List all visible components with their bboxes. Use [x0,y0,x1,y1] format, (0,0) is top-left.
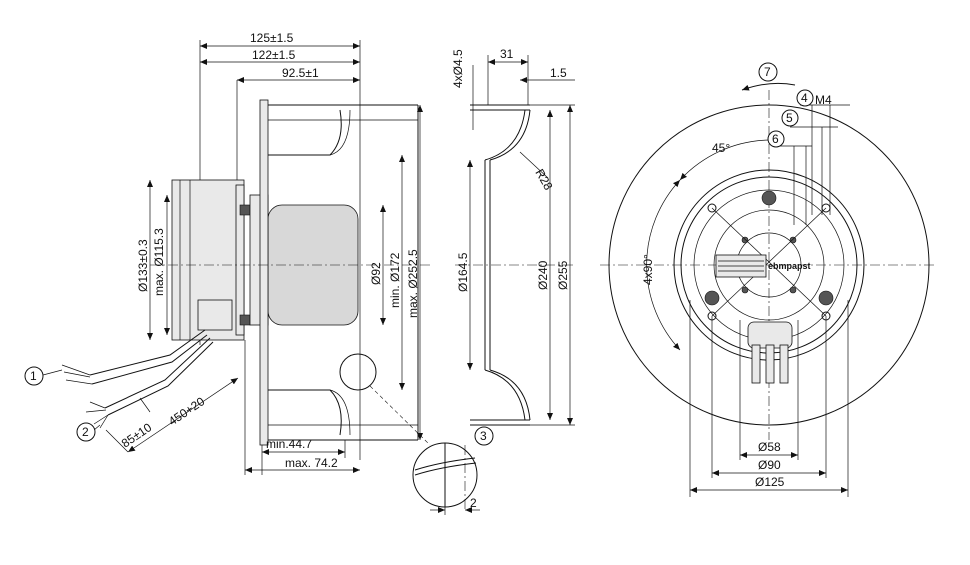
dim-m4-label: M4 [815,93,832,107]
front-view: 45° 4x90° ebmpapst Ø58 Ø [600,62,935,497]
dim-115-3-label: max. Ø115.3 [152,228,166,296]
dim-45-label: 45° [712,141,730,155]
dim-164-5-label: Ø164.5 [456,252,470,292]
dim-133-label: Ø133±0.3 [136,239,150,292]
brand-logo: ebmpapst [768,261,811,271]
dim-450-label: 450+20 [166,394,208,428]
dim-2-label: 2 [470,496,477,510]
dim-58-label: Ø58 [758,440,781,454]
callout-6 [767,130,785,148]
section-view: 4xØ4.5 31 1.5 R28 Ø164.5 Ø240 Ø255 [451,47,575,426]
callout-3 [474,426,494,446]
dim-4x90-label: 4x90° [641,254,655,285]
dim-252-5-label: max. Ø252.5 [406,249,420,318]
callout-2 [76,422,96,442]
cable-gland [197,299,233,331]
dim-92-5-label: 92.5±1 [282,66,319,80]
dim-255-label: Ø255 [556,260,570,290]
callout-5 [781,109,799,127]
impeller-outline [608,104,930,426]
callout-5-label: 5 [786,111,793,125]
dim-125-label: 125±1.5 [250,31,294,45]
dim-92-label: Ø92 [369,262,383,285]
dim-1-5-label: 1.5 [550,66,567,80]
detail-marker [339,353,377,391]
dim-4x4-5-label: 4xØ4.5 [451,49,465,88]
dim-90-label: Ø90 [758,458,781,472]
callout-1 [24,366,44,386]
dim-r28-label: R28 [532,167,555,193]
side-view: 125±1.5 122±1.5 92.5±1 Ø133±0.3 max. Ø [24,31,431,475]
callout-4-label: 4 [801,91,808,105]
callout-7 [758,62,778,82]
dim-74-2-label: max. 74.2 [285,456,338,470]
dim-240-label: Ø240 [536,260,550,290]
dim-122-label: 122±1.5 [252,48,296,62]
callout-7-label: 7 [764,65,771,79]
callout-2-label: 2 [82,425,89,439]
dim-31-label: 31 [500,47,514,61]
screw-head [239,204,251,216]
callout-1-label: 1 [30,369,37,383]
mounting-hole [707,203,717,213]
callout-6-label: 6 [772,132,779,146]
dim-125d-label: Ø125 [755,475,785,489]
detail-view: 2 3 [412,426,494,515]
screw-head [239,314,251,326]
callout-3-label: 3 [480,429,487,443]
dim-172-label: min. Ø172 [388,252,402,308]
callout-4 [796,89,814,107]
dim-44-7-label: min.44.7 [266,437,312,451]
